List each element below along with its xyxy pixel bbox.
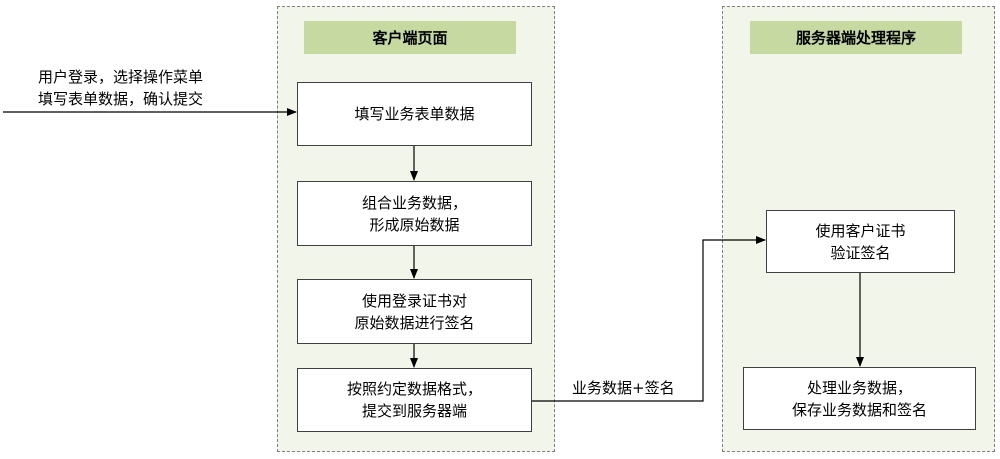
transfer-arrow (532, 236, 766, 402)
server-panel-title: 服务器端处理程序 (750, 21, 962, 54)
server-step-verify-signature: 使用客户证书 验证签名 (766, 210, 955, 273)
client-step-sign-data: 使用登录证书对 原始数据进行签名 (297, 279, 532, 344)
client-panel-title: 客户端页面 (304, 21, 516, 54)
client-step-fill-form: 填写业务表单数据 (297, 82, 532, 146)
input-label: 用户登录，选择操作菜单 填写表单数据，确认提交 (38, 68, 204, 108)
client-step-submit: 按照约定数据格式， 提交到服务器端 (297, 368, 532, 432)
client-step-combine-data: 组合业务数据， 形成原始数据 (297, 181, 532, 246)
server-step-process-data: 处理业务数据， 保存业务数据和签名 (743, 367, 976, 430)
transfer-label: 业务数据+签名 (572, 379, 675, 397)
